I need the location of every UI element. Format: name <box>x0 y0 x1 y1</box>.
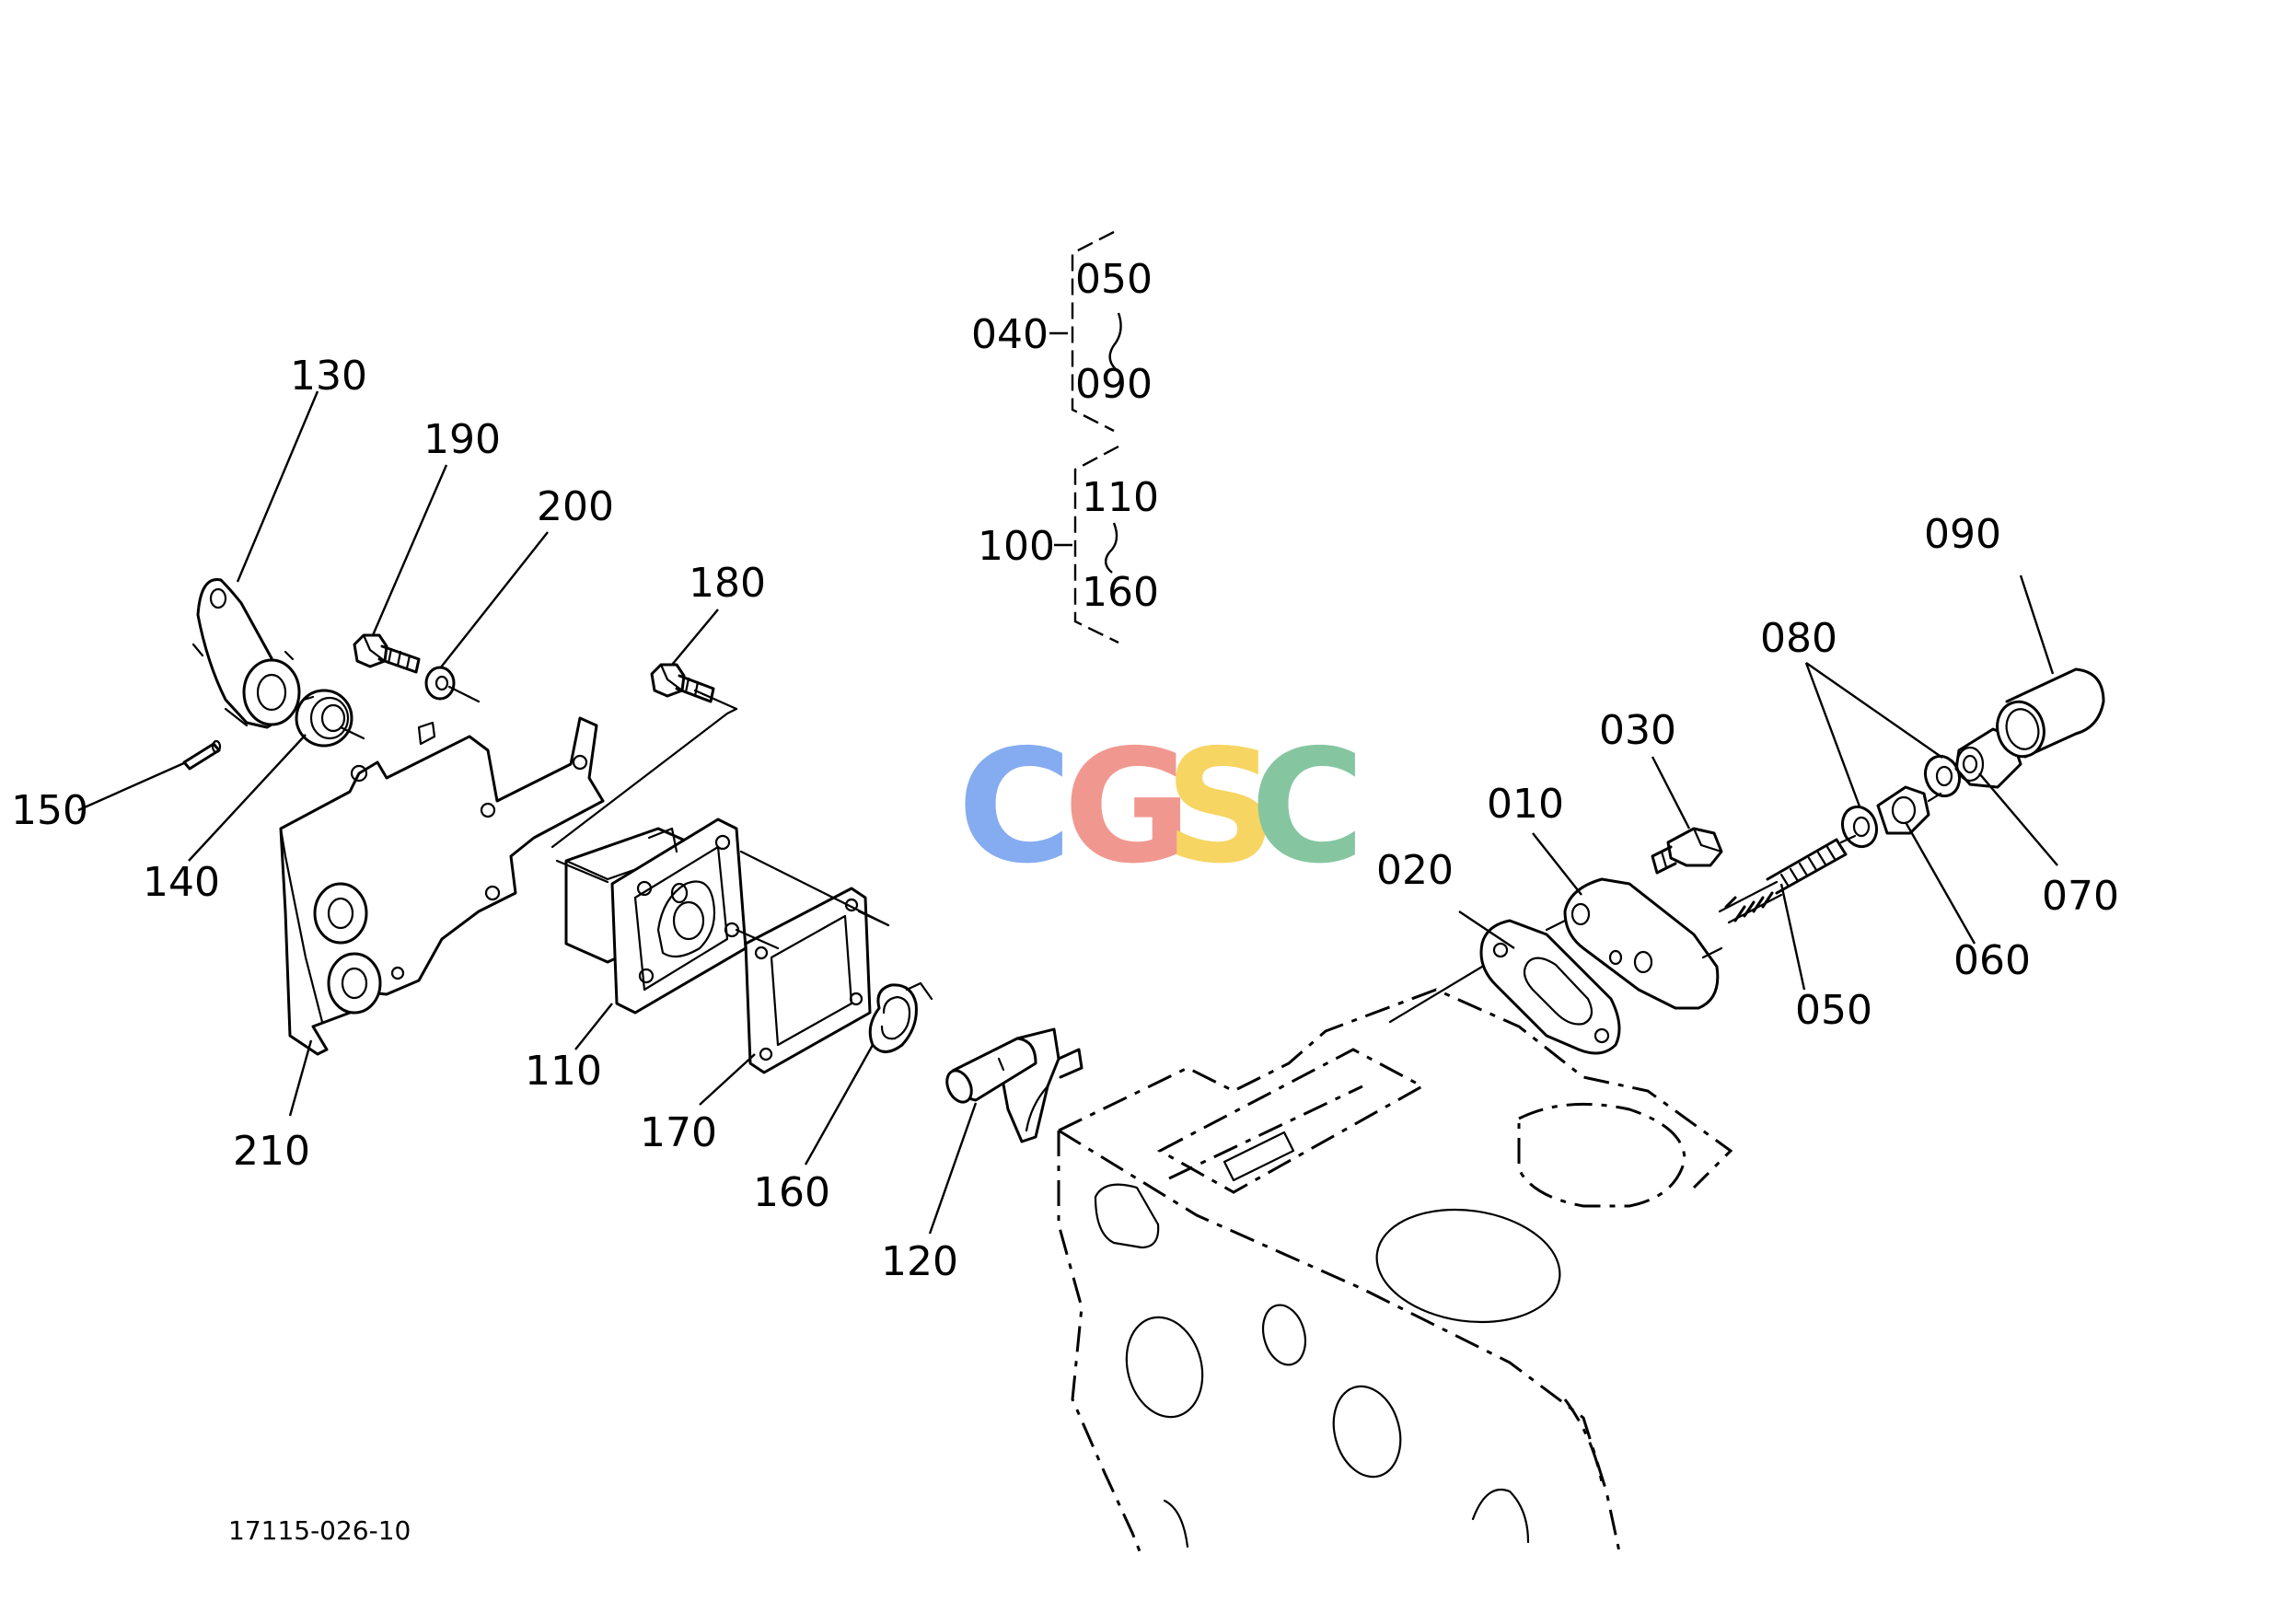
watermark-letter-4: C <box>1250 716 1365 899</box>
callout-100-to: 160 <box>1082 569 1159 616</box>
callout-140: 140 <box>143 859 220 906</box>
bolt-190 <box>353 633 421 674</box>
gasket-170 <box>744 887 872 1074</box>
callout-040: 040 <box>971 311 1049 358</box>
spring-160 <box>868 981 933 1053</box>
lever-130 <box>191 578 301 729</box>
callout-070: 070 <box>2042 873 2119 920</box>
washer-080a <box>1840 805 1879 849</box>
flange-010 <box>1563 877 1720 1010</box>
bolt-180 <box>650 663 715 703</box>
bushing-140 <box>295 689 353 748</box>
assembly-lines <box>339 685 1942 1024</box>
cap-090 <box>1996 667 2105 759</box>
bracket-210 <box>279 716 605 1056</box>
watermark-letter-1: C <box>957 716 1072 899</box>
callout-110: 110 <box>525 1048 602 1095</box>
engine-block <box>1057 988 1733 1557</box>
gasket-020 <box>1479 919 1621 1055</box>
callout-180: 180 <box>689 560 766 607</box>
callout-160: 160 <box>753 1169 830 1216</box>
bracket-040 <box>1049 230 1122 433</box>
callout-170: 170 <box>640 1109 717 1156</box>
shaft-120 <box>945 1027 1084 1143</box>
screw-spring-050 <box>1718 838 1848 924</box>
watermark-logo: C G S C <box>957 716 1365 899</box>
callout-150: 150 <box>11 787 88 834</box>
washer-200 <box>424 666 456 701</box>
callout-080: 080 <box>1760 615 1837 662</box>
callout-020: 020 <box>1376 847 1454 894</box>
watermark-letter-3: S <box>1165 716 1277 899</box>
callout-210: 210 <box>233 1128 310 1175</box>
callout-050: 050 <box>1795 987 1872 1034</box>
callout-040-to: 090 <box>1075 361 1153 408</box>
nut-060 <box>1876 785 1930 835</box>
callout-100-from: 110 <box>1082 474 1159 521</box>
callout-130: 130 <box>290 353 367 400</box>
bracket-100 <box>1054 445 1119 644</box>
housing-110 <box>564 818 747 1015</box>
callout-010: 010 <box>1487 781 1564 828</box>
callout-190: 190 <box>423 416 501 463</box>
pin-150 <box>182 739 222 771</box>
callout-100: 100 <box>978 523 1055 570</box>
bolt-030 <box>1651 827 1723 875</box>
callout-060: 060 <box>1953 937 2031 984</box>
callout-040-from: 050 <box>1075 256 1153 303</box>
callout-030: 030 <box>1599 707 1676 754</box>
drawing-number: 17115-026-10 <box>228 1515 411 1546</box>
callout-090: 090 <box>1924 511 2001 558</box>
callout-200: 200 <box>537 483 614 530</box>
leader-lines <box>77 390 2058 1235</box>
callout-120: 120 <box>881 1238 958 1285</box>
callout-labels: 040 050 090 100 110 160 130 190 200 180 … <box>11 256 2119 1546</box>
watermark-letter-2: G <box>1063 716 1192 899</box>
